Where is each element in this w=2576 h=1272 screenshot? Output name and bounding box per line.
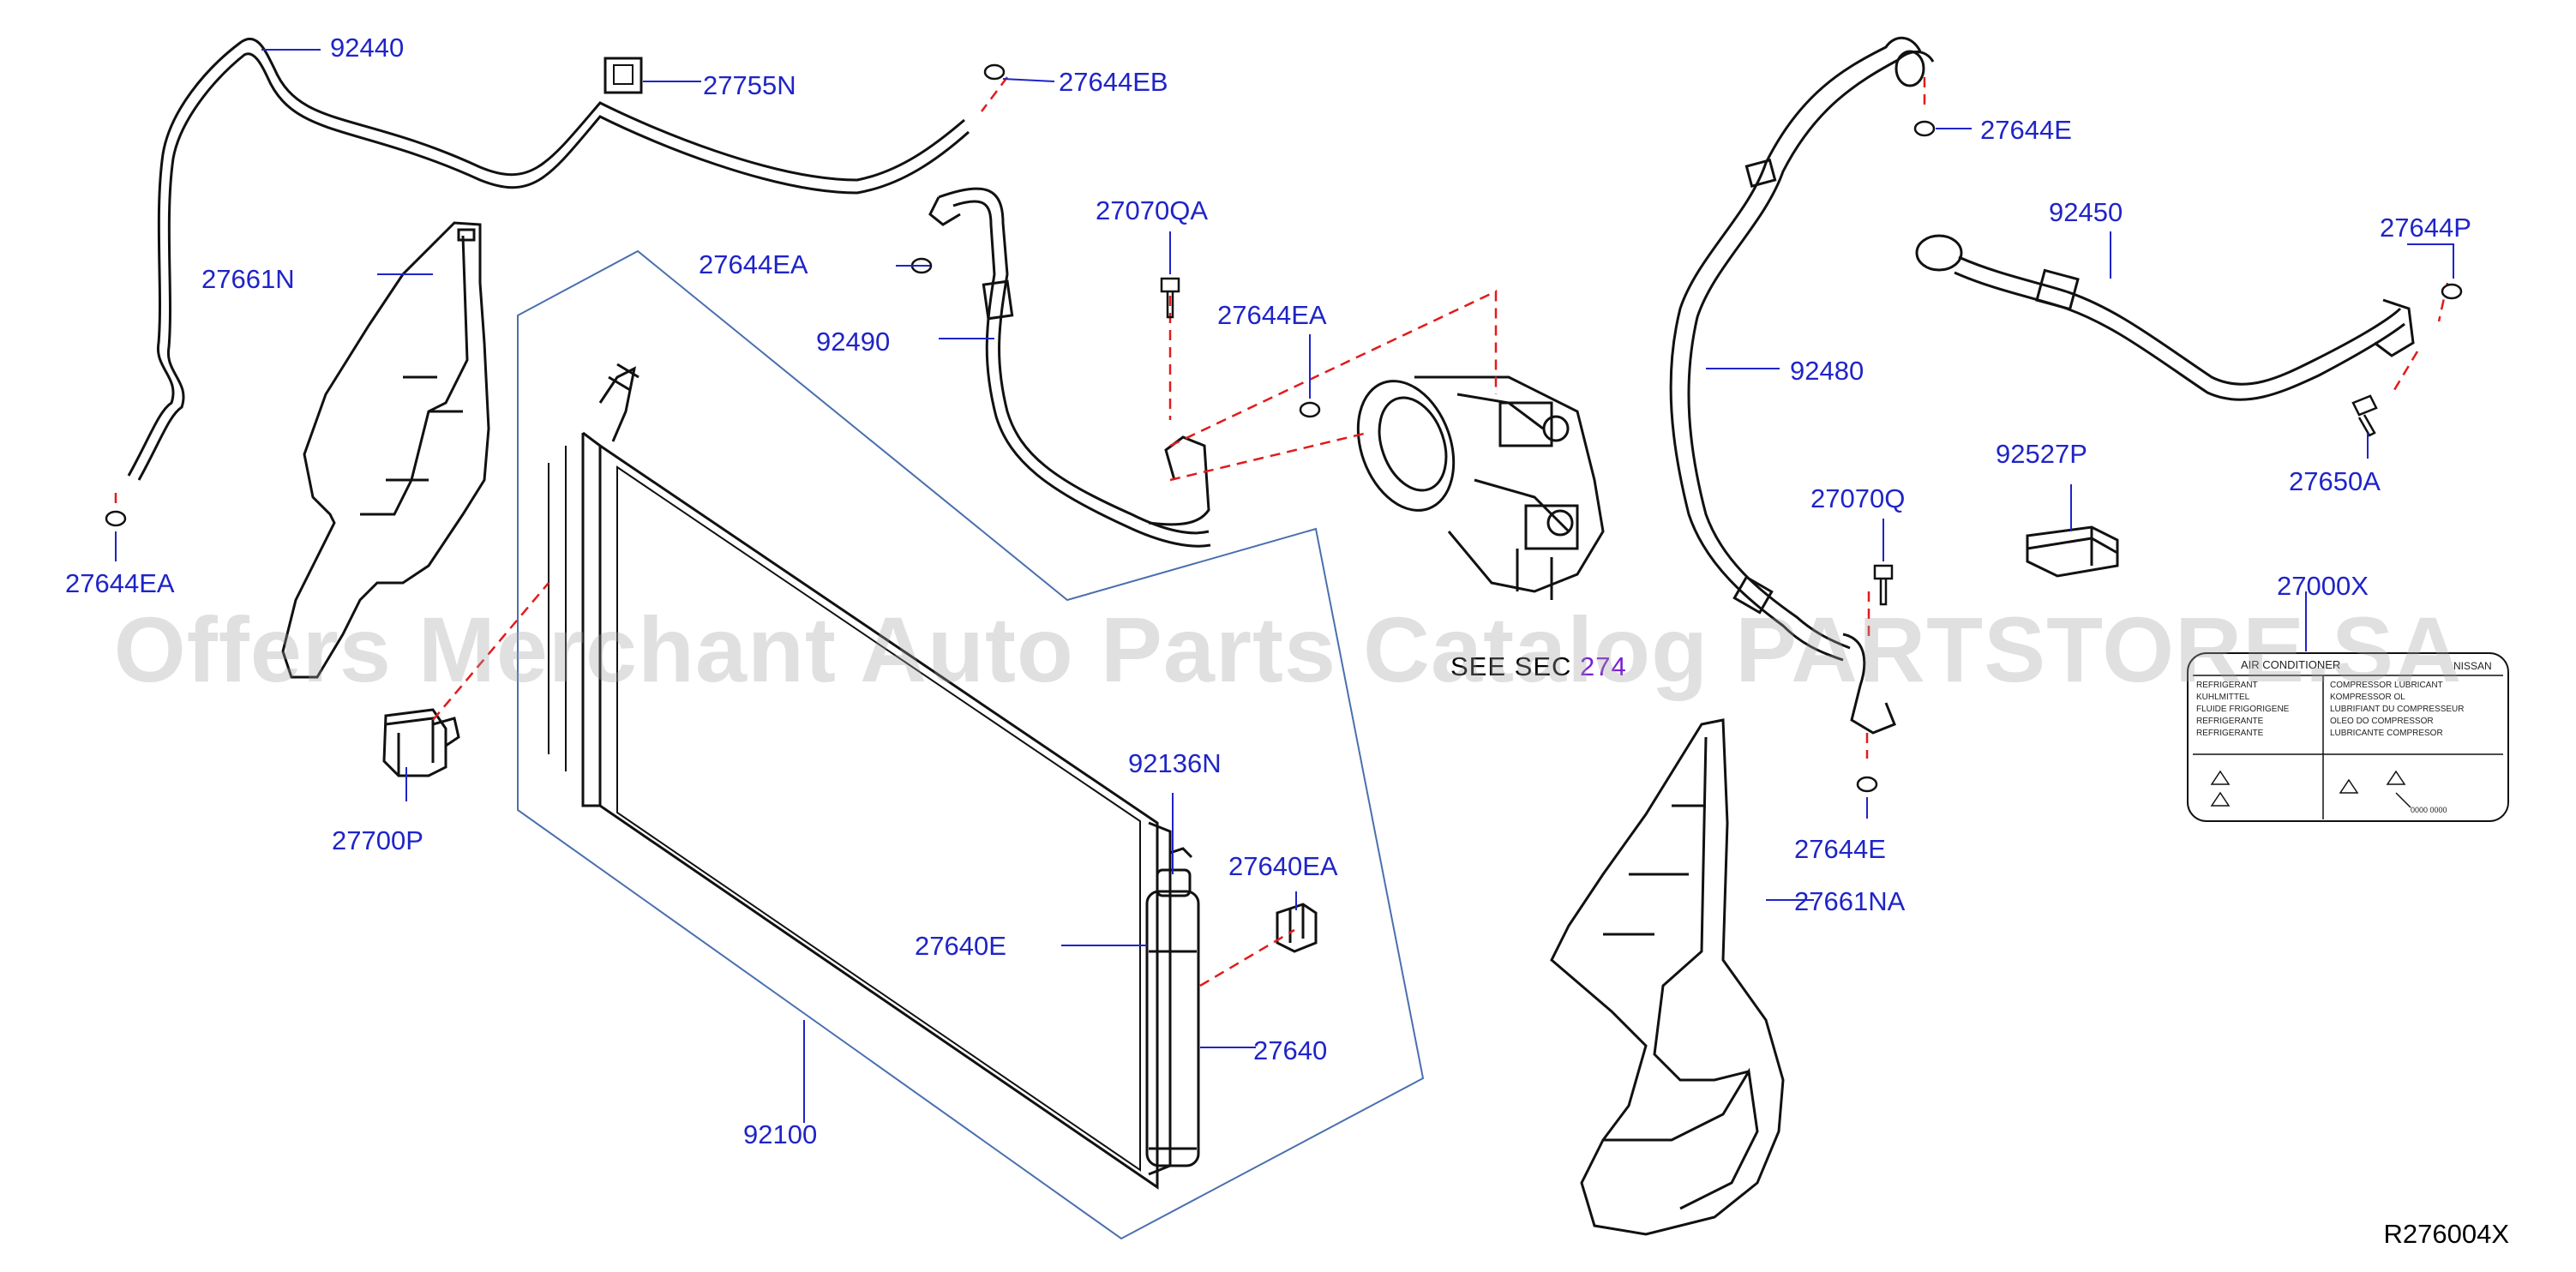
bracket-92527P: [2026, 525, 2119, 578]
sticker-right-line: LUBRICANTE COMPRESOR: [2330, 729, 2443, 738]
sticker-right-line: KOMPRESSOR OL: [2330, 693, 2405, 702]
sticker-left-line: REFRIGERANTE: [2196, 729, 2264, 738]
part-label-27661NA[interactable]: 27661NA: [1794, 886, 1906, 916]
part-label-27644EA[interactable]: 27644EA: [65, 568, 175, 598]
condenser-assembly-outline: [517, 249, 1425, 1240]
receiver-drier-27640: [1145, 847, 1200, 1167]
bolt-27650A: [2351, 394, 2378, 437]
hose-92490: [928, 187, 1211, 548]
see-section-ref[interactable]: SEE SEC 274: [1450, 651, 1627, 682]
sticker-left-line: FLUIDE FRIGORIGENE: [2196, 705, 2290, 714]
o-ring-27644EA-c: [1299, 401, 1321, 418]
part-label-92136N[interactable]: 92136N: [1128, 748, 1222, 778]
part-label-92100[interactable]: 92100: [743, 1119, 818, 1149]
part-label-27644E[interactable]: 27644E: [1980, 115, 2072, 145]
part-label-27644E[interactable]: 27644E: [1794, 834, 1886, 864]
part-label-27070Q[interactable]: 27070Q: [1810, 483, 1906, 513]
part-label-27644EB[interactable]: 27644EB: [1059, 67, 1168, 97]
see-section-prefix: SEE SEC: [1450, 651, 1572, 681]
bolts: [1160, 277, 2378, 606]
part-label-27755N[interactable]: 27755N: [703, 70, 796, 100]
bolt-27070Q: [1873, 564, 1894, 606]
part-label-92440[interactable]: 92440: [330, 33, 405, 63]
see-section-number[interactable]: 274: [1580, 651, 1627, 681]
o-ring-27644E-a: [1913, 120, 1936, 137]
sticker-right-line: LUBRIFIANT DU COMPRESSEUR: [2330, 705, 2465, 714]
sticker-left-line: KUHLMITTEL: [2196, 693, 2250, 702]
o-rings: [105, 63, 2463, 793]
dashed-connectors: [114, 76, 2449, 987]
sticker-footer: 0000 0000: [2411, 806, 2447, 814]
bracket-27640EA: [1276, 903, 1318, 953]
part-label-92490[interactable]: 92490: [816, 327, 891, 357]
pipe-92450: [1915, 234, 2415, 401]
sticker-left-line: REFRIGERANTE: [2196, 717, 2264, 726]
watermark: Offers Merchant Auto Parts Catalog PARTS…: [113, 597, 2463, 701]
ac-label-sticker: [2187, 652, 2509, 822]
hose-92480: [1669, 36, 1935, 735]
sticker-right-line: COMPRESSOR LUBRICANT: [2330, 681, 2443, 690]
o-ring-27644EB: [983, 63, 1006, 81]
part-label-92527P[interactable]: 92527P: [1996, 439, 2087, 469]
compressor: [1356, 375, 1605, 600]
sticker-left-line: REFRIGERANT: [2196, 681, 2258, 690]
part-label-92450[interactable]: 92450: [2049, 197, 2123, 227]
part-label-27650A[interactable]: 27650A: [2289, 466, 2381, 496]
part-label-27000X[interactable]: 27000X: [2277, 571, 2369, 601]
bolt-27070QA: [1160, 277, 1180, 319]
part-label-27661N[interactable]: 27661N: [201, 264, 295, 294]
sticker-title: AIR CONDITIONER: [2241, 658, 2341, 671]
part-label-27640EA[interactable]: 27640EA: [1228, 851, 1338, 881]
pipe-92440: [127, 37, 970, 481]
warning-icon: [2210, 770, 2406, 807]
o-ring-27644E-b: [1856, 776, 1878, 793]
seal-27661N: [281, 221, 490, 679]
o-ring-27644EA-a: [105, 510, 127, 527]
sticker-right-line: OLEO DO COMPRESSOR: [2330, 717, 2434, 726]
leader-lines: [115, 49, 2454, 1123]
o-ring-27644P: [2441, 283, 2463, 300]
part-label-27644P[interactable]: 27644P: [2380, 213, 2471, 243]
diagram-reference-code: R276004X: [2383, 1219, 2509, 1249]
part-label-92480[interactable]: 92480: [1790, 356, 1864, 386]
part-label-27644EA[interactable]: 27644EA: [699, 249, 808, 279]
part-label-27640[interactable]: 27640: [1253, 1035, 1328, 1065]
pressure-switch-27700P: [382, 708, 460, 777]
sticker-brand: NISSAN: [2453, 660, 2492, 672]
condenser-92100: [548, 363, 1172, 1190]
part-label-27070QA[interactable]: 27070QA: [1096, 195, 1208, 225]
part-label-27644EA[interactable]: 27644EA: [1217, 300, 1327, 330]
seal-27661NA: [1550, 718, 1785, 1236]
part-label-27640E[interactable]: 27640E: [915, 931, 1006, 961]
part-label-27700P[interactable]: 27700P: [332, 825, 423, 855]
